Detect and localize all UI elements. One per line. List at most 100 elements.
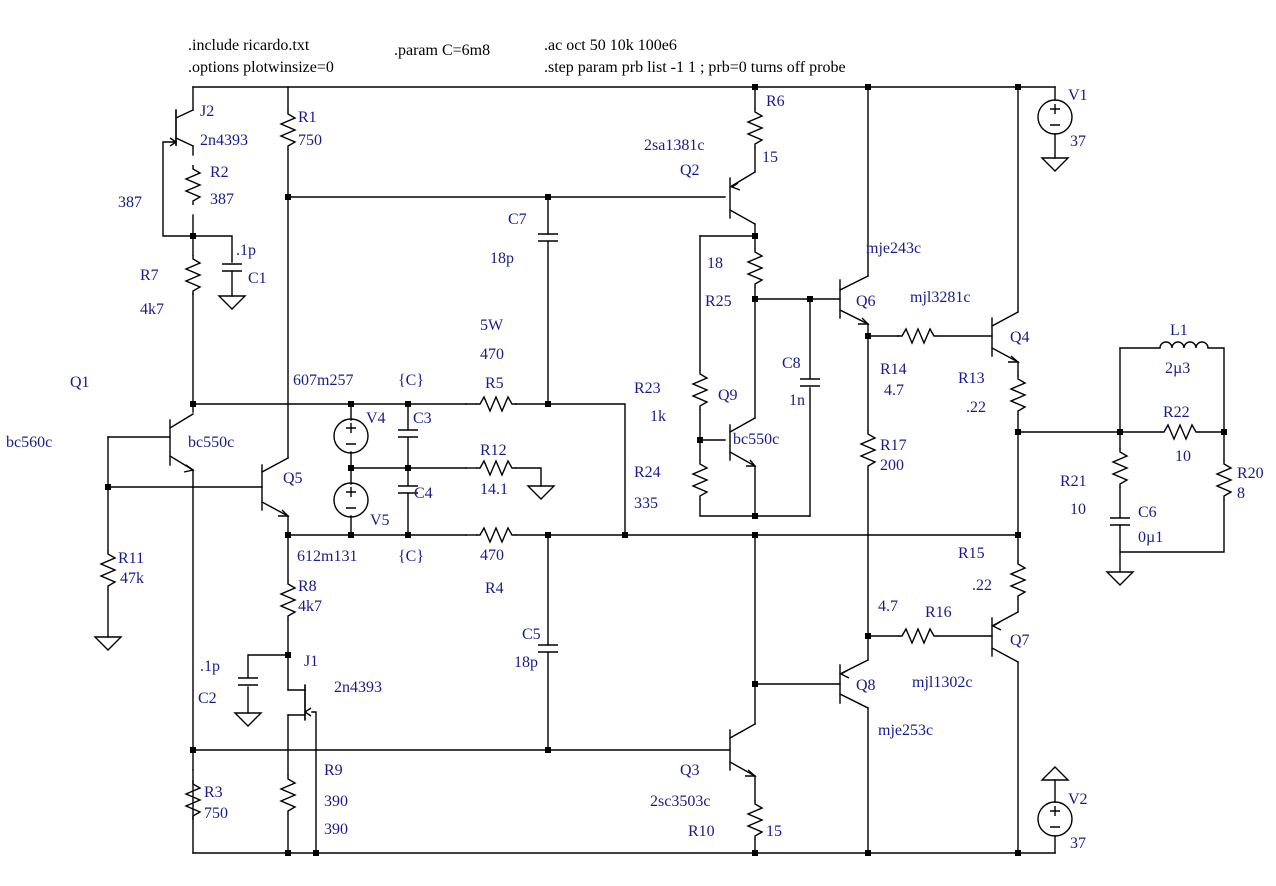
r20-label: R20 [1237, 465, 1264, 482]
v4-source [333, 418, 369, 454]
r2-value: 387 [210, 191, 234, 208]
r2-label: R2 [210, 164, 229, 181]
r12-resistor [475, 460, 517, 476]
r8-resistor [280, 579, 296, 621]
r17-value: 200 [880, 457, 904, 474]
c4-value: {C} [398, 548, 424, 565]
v4-label: V4 [366, 410, 386, 427]
r14-value: 4.7 [884, 382, 904, 399]
l1-label: L1 [1170, 322, 1188, 339]
c8-value: 1n [789, 392, 805, 409]
r24-resistor [692, 459, 708, 501]
l1-value: 2µ3 [1165, 360, 1190, 377]
q6-model: mje243c [866, 240, 921, 257]
v2-source [1037, 801, 1073, 837]
q4-label: Q4 [1010, 329, 1030, 346]
q2-label: Q2 [680, 162, 700, 179]
c1-label: C1 [248, 270, 267, 287]
c6-capacitor [1110, 517, 1130, 526]
r23-resistor [692, 369, 708, 411]
c7-value: 18p [490, 250, 514, 267]
c7-capacitor [538, 233, 558, 242]
q8-model: mje253c [878, 722, 933, 739]
r17-resistor [860, 429, 876, 471]
r22-value: 10 [1175, 448, 1191, 465]
wires [107, 86, 1225, 854]
r13-resistor [1010, 374, 1026, 416]
r12-value: 14.1 [480, 481, 508, 498]
r2-resistor [185, 164, 201, 206]
j1-model: 2n4393 [334, 679, 382, 696]
r10-resistor [747, 799, 763, 841]
q1-model: bc560c [6, 434, 52, 451]
c2-label: C2 [198, 690, 217, 707]
r9-extra: 390 [324, 821, 348, 838]
q9-model: bc550c [733, 431, 779, 448]
directive-step: .step param prb list -1 1 ; prb=0 turns … [544, 59, 846, 76]
r9-resistor [280, 774, 296, 816]
r6-resistor [747, 107, 763, 149]
r24-label: R24 [634, 464, 661, 481]
r3-value: 750 [204, 805, 228, 822]
v2-label: V2 [1068, 791, 1088, 808]
c6-label: C6 [1138, 504, 1157, 521]
r15-label: R15 [958, 545, 985, 562]
grounds [94, 157, 1134, 781]
r7-label: R7 [140, 267, 159, 284]
r7-value: 4k7 [140, 301, 164, 318]
q2-model: 2sa1381c [644, 137, 704, 154]
v5-source [333, 482, 369, 518]
c7-label: C7 [508, 211, 527, 228]
r4-value: 470 [480, 547, 504, 564]
r4-label: R4 [485, 580, 504, 597]
c3-capacitor [398, 429, 418, 438]
r11-value: 47k [120, 570, 144, 587]
r16-value: 4.7 [878, 598, 898, 615]
r4-resistor [475, 527, 517, 543]
r8-value: 4k7 [298, 598, 322, 615]
directive-options: .options plotwinsize=0 [188, 59, 334, 76]
v5-value: 612m131 [297, 548, 357, 565]
r6-label: R6 [766, 93, 785, 110]
r9-value: 390 [324, 793, 348, 810]
j2-model: 2n4393 [200, 132, 248, 149]
c1-capacitor [222, 263, 242, 272]
q6-label: Q6 [856, 293, 876, 310]
r8-label: R8 [298, 578, 317, 595]
r5-value: 470 [480, 346, 504, 363]
r9-label: R9 [324, 762, 343, 779]
c2-value: .1p [200, 658, 220, 675]
v1-value: 37 [1070, 133, 1086, 150]
q9-label: Q9 [718, 387, 738, 404]
r21-label: R21 [1060, 473, 1087, 490]
j2-label: J2 [200, 103, 214, 120]
junctions [105, 84, 1227, 856]
directive-include: .include ricardo.txt [188, 37, 310, 54]
c5-label: C5 [522, 626, 541, 643]
c5-value: 18p [514, 654, 538, 671]
c8-label: C8 [782, 355, 801, 372]
r11-resistor [100, 549, 116, 591]
v1-source [1037, 99, 1073, 135]
c6-value: 0µ1 [1138, 529, 1163, 546]
r6-value: 15 [762, 149, 778, 166]
l1-inductor [1159, 341, 1209, 349]
j1-label: J1 [304, 653, 318, 670]
r7-resistor [185, 254, 201, 296]
r23-label: R23 [634, 380, 661, 397]
c4-label: C4 [414, 485, 433, 502]
r22-label: R22 [1163, 404, 1190, 421]
r11-label: R11 [118, 550, 144, 567]
v4-value: 607m257 [293, 372, 353, 389]
r25-value: 18 [707, 255, 723, 272]
q7-model: mjl1302c [912, 674, 972, 691]
r10-value: 15 [766, 823, 782, 840]
q5-model: bc550c [188, 434, 234, 451]
r22-resistor [1159, 424, 1201, 440]
r5-power: 5W [480, 317, 504, 334]
r23-value: 1k [650, 408, 666, 425]
c5-capacitor [538, 644, 558, 653]
r16-resistor [897, 628, 939, 644]
c3-value: {C} [398, 372, 424, 389]
